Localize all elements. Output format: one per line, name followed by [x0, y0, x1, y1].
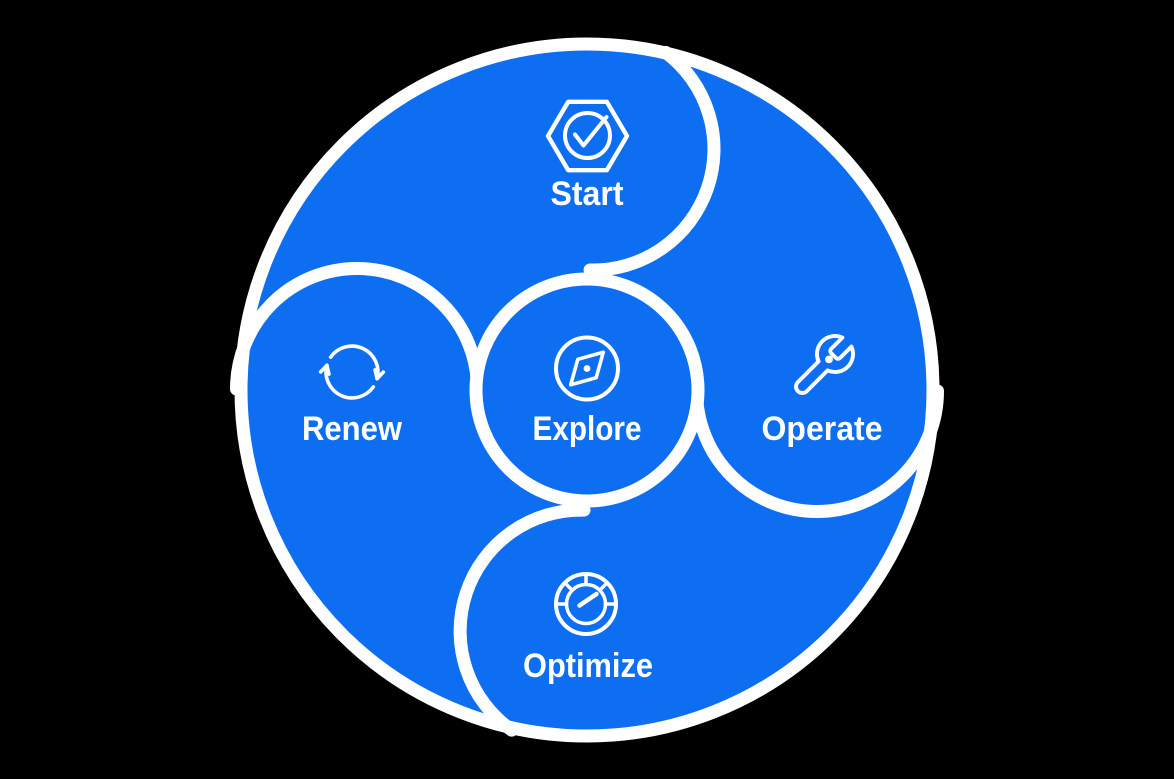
- compass-icon: [554, 335, 620, 402]
- hexagon-check-icon: [545, 99, 630, 173]
- segment-label-explore: Explore: [533, 410, 642, 448]
- divider-right-operate-bubble: [690, 384, 944, 518]
- wrench-dot: [825, 355, 833, 364]
- segment-renew: Renew: [302, 344, 402, 448]
- divider-bottom-optimize: [453, 503, 591, 737]
- segment-operate: Operate: [762, 334, 883, 448]
- wrench-icon: [794, 334, 855, 395]
- segment-label-operate: Operate: [762, 410, 883, 448]
- segment-optimize: Optimize: [523, 572, 653, 685]
- segment-label-start: Start: [551, 175, 624, 213]
- sync-arrows-icon: [318, 344, 386, 400]
- center-circle: [469, 272, 705, 508]
- divider-left-renew-bubble: [230, 262, 484, 396]
- compass-needle-dot: [583, 365, 591, 372]
- segment-label-renew: Renew: [302, 410, 402, 448]
- segment-explore-center: Explore: [533, 335, 642, 448]
- segment-label-optimize: Optimize: [523, 647, 653, 685]
- gauge-icon: [554, 572, 618, 636]
- segment-start: Start: [545, 99, 630, 213]
- divider-top-start: [583, 45, 721, 277]
- gauge-needle: [577, 591, 599, 608]
